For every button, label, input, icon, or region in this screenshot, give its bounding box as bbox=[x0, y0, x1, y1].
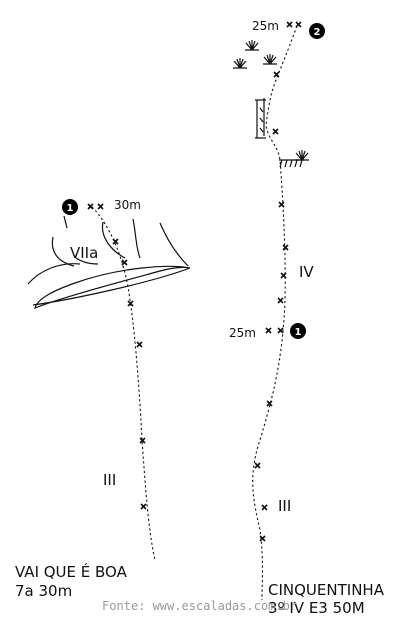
ledge bbox=[279, 159, 304, 168]
anchor-badge-icon: 1 bbox=[290, 323, 306, 339]
source-credit: Fonte: www.escaladas.com.br bbox=[102, 599, 297, 613]
crack-feature bbox=[255, 98, 266, 139]
bolt-icon bbox=[254, 21, 302, 542]
anchor-badge-icon: 2 bbox=[309, 23, 325, 39]
anchor-badge-number: 1 bbox=[295, 327, 302, 338]
anchor-badge-number: 2 bbox=[314, 27, 321, 38]
grass-tuft-icon bbox=[233, 40, 309, 161]
route-line-vai-que-e-boa bbox=[91, 206, 156, 561]
route-info-left: 7a 30m bbox=[15, 582, 72, 600]
route-info-right: 3º IV E3 50M bbox=[268, 599, 365, 617]
crux-grade-label: VIIa bbox=[70, 244, 98, 262]
lower-grade-label: III bbox=[103, 471, 116, 489]
roof-flake bbox=[27, 215, 191, 310]
lower-grade-label: III bbox=[278, 497, 291, 515]
pitch-length-label: 30m bbox=[114, 198, 141, 212]
pitch-length-label: 25m bbox=[252, 19, 279, 33]
anchor-badge-number: 1 bbox=[67, 203, 74, 214]
route-name-right: CINQUENTINHA bbox=[268, 581, 385, 599]
pitch-length-label: 25m bbox=[229, 326, 256, 340]
route-line-cinquentinha bbox=[252, 25, 298, 601]
anchor-badge-icon: 1 bbox=[62, 199, 78, 215]
upper-grade-label: IV bbox=[299, 263, 314, 281]
route-name-left: VAI QUE É BOA bbox=[15, 562, 128, 581]
bolt-icon bbox=[87, 203, 147, 510]
